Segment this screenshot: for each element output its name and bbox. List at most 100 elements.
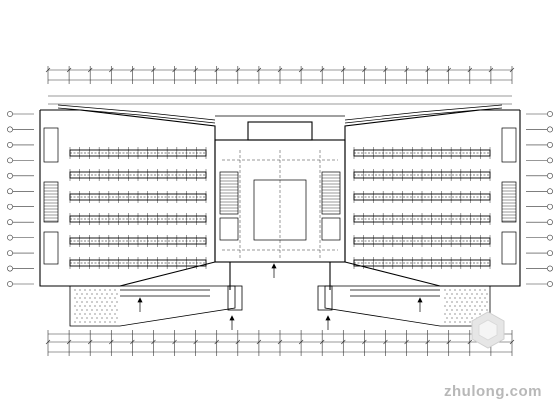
dimension-slash: [383, 339, 388, 345]
top-dimension-lines: [45, 66, 515, 105]
hatch-dot: [446, 317, 448, 319]
hatch-dot: [464, 297, 466, 299]
dimension-slash: [87, 67, 93, 73]
hatch-dot: [476, 309, 478, 311]
hatch-dot: [96, 293, 98, 295]
hatch-dot: [471, 317, 473, 319]
dimension-slash: [235, 67, 241, 73]
hatch-dot: [451, 317, 453, 319]
hatch-dot: [86, 317, 88, 319]
hatch-dot: [101, 301, 103, 303]
hatch-dot: [479, 289, 481, 291]
hatch-dot: [111, 301, 113, 303]
dimension-slash: [193, 339, 198, 345]
dimension-slash: [319, 339, 325, 345]
hatch-dot: [466, 317, 468, 319]
axis-bubble: [547, 265, 553, 272]
axis-bubble: [7, 142, 13, 148]
hatch-dot: [89, 313, 91, 315]
hatch-dot: [76, 309, 78, 311]
axis-bubble: [547, 234, 553, 241]
direction-arrows: [137, 263, 423, 330]
axis-bubble: [7, 188, 13, 195]
dimension-slash: [298, 339, 304, 345]
dimension-slash: [172, 67, 177, 73]
hatch-dot: [466, 293, 468, 295]
hatch-dot: [464, 305, 466, 307]
hatch-dot: [79, 313, 81, 315]
hatch-dot: [74, 297, 76, 299]
dimension-slash: [425, 339, 430, 345]
axis-bubble: [547, 111, 553, 117]
dimension-slash: [298, 67, 304, 73]
hatch-dot: [99, 289, 101, 291]
hatch-dot: [114, 289, 116, 291]
dimension-slash: [256, 339, 262, 345]
hatch-dot: [81, 317, 83, 319]
hatch-dot: [104, 305, 106, 307]
hatch-dot: [459, 321, 461, 323]
hatch-dot: [451, 301, 453, 303]
dimension-slash: [404, 339, 409, 345]
dimension-slash: [151, 67, 156, 73]
axis-bubble: [7, 265, 13, 272]
hatch-dot: [469, 297, 471, 299]
hatch-dot: [84, 297, 86, 299]
dimension-slash: [256, 67, 262, 73]
hatch-dot: [481, 309, 483, 311]
dimension-slash: [425, 67, 430, 73]
dimension-slash: [277, 67, 283, 73]
hatch-dot: [461, 317, 463, 319]
dimension-slash: [446, 339, 451, 345]
ramp-left: [69, 285, 243, 327]
hatch-dot: [454, 313, 456, 315]
hatch-dot: [454, 321, 456, 323]
dimension-slash: [235, 339, 241, 345]
axis-bubble: [7, 157, 13, 164]
hatch-dot: [84, 289, 86, 291]
hatch-dot: [459, 297, 461, 299]
hatch-dot: [449, 289, 451, 291]
dimension-slash: [109, 339, 114, 345]
hatch-dot: [101, 309, 103, 311]
hatch-dot: [114, 313, 116, 315]
hatch-dot: [91, 301, 93, 303]
hatch-dot: [91, 293, 93, 295]
hatch-dot: [94, 313, 96, 315]
hatch-dot: [76, 293, 78, 295]
hatch-dot: [111, 309, 113, 311]
dimension-slash: [45, 67, 51, 73]
hatch-dot: [474, 289, 476, 291]
hatch-dot: [479, 297, 481, 299]
hatch-dot: [446, 301, 448, 303]
hatch-dot: [104, 313, 106, 315]
hatch-dot: [456, 317, 458, 319]
dimension-slash: [446, 67, 451, 73]
dimension-slash: [151, 339, 156, 345]
hatch-dot: [94, 289, 96, 291]
hatch-dot: [79, 321, 81, 323]
dimension-slash: [130, 67, 135, 73]
hatch-dot: [484, 305, 486, 307]
hatch-dot: [79, 305, 81, 307]
central-grid: [222, 150, 338, 258]
hatch-dot: [84, 305, 86, 307]
hatch-dot: [106, 293, 108, 295]
hatch-dot: [104, 321, 106, 323]
hatch-dot: [461, 301, 463, 303]
hatch-dot: [469, 289, 471, 291]
hatch-dot: [84, 321, 86, 323]
hatch-dot: [484, 289, 486, 291]
hatch-dot: [96, 301, 98, 303]
hatch-dot: [79, 297, 81, 299]
axis-bubble: [547, 142, 553, 148]
hatch-dot: [96, 317, 98, 319]
hatch-dot: [459, 313, 461, 315]
hatch-dot: [101, 317, 103, 319]
ramp-hatch: [74, 289, 488, 323]
hatch-dot: [109, 289, 111, 291]
hatch-dot: [109, 313, 111, 315]
hatch-dot: [106, 309, 108, 311]
hatch-dot: [444, 313, 446, 315]
